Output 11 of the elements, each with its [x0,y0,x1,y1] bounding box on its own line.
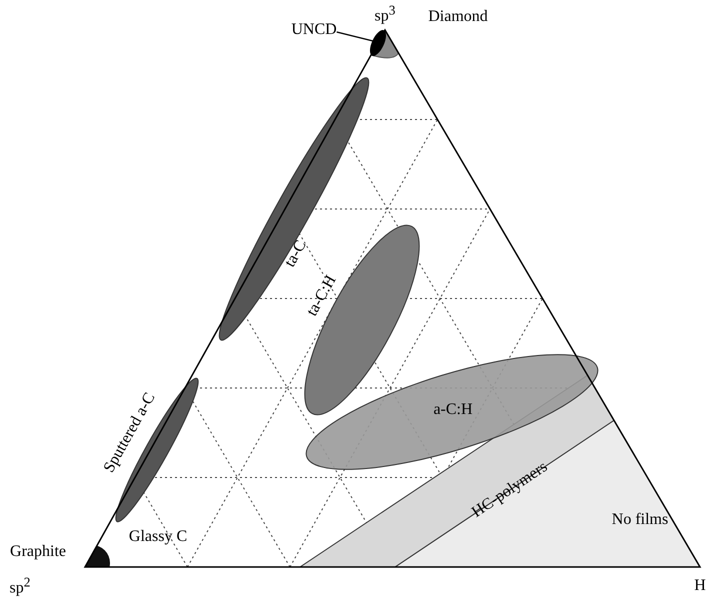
uncd-region [370,30,386,56]
region-label: Glassy C [128,529,188,545]
region-label: Diamond [428,9,488,25]
region-label: Graphite [10,544,66,560]
vertex-label: sp$^{2}$ [10,575,30,597]
region-label: No films [612,512,668,528]
vertex-label: sp$^{3}$ [374,3,396,25]
region-label: ta-C [282,238,310,270]
region-label: a-C:H [433,402,473,418]
region-label: UNCD [291,22,337,38]
vertex-label: H [694,578,706,594]
